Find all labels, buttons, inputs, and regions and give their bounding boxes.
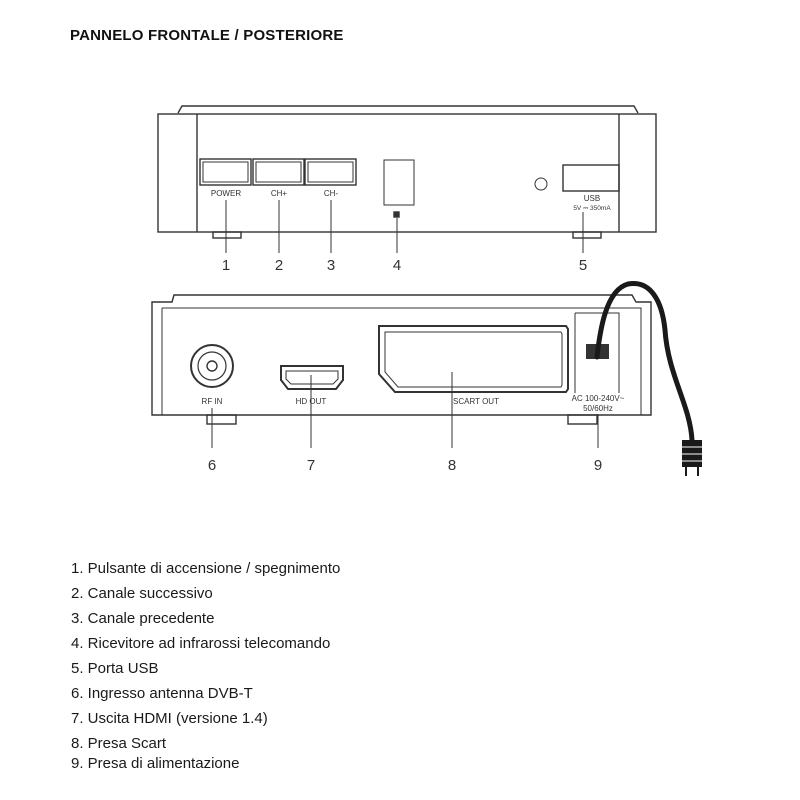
front-indicator [534, 177, 548, 191]
rear-panel [151, 294, 652, 425]
callout-7: 7 [307, 457, 315, 474]
legend-item-2: 2. Canale successivo [71, 585, 213, 602]
rear-callout-numbers: 6 7 8 9 [208, 457, 602, 474]
legend-item-9: 9. Presa di alimentazione [71, 755, 240, 772]
front-callout-numbers: 1 2 3 4 5 [222, 257, 587, 274]
front-body [157, 113, 657, 233]
front-panel [157, 105, 657, 239]
rear-body [151, 294, 652, 416]
rear-foot-right [567, 414, 598, 425]
power-label: POWER [211, 189, 241, 198]
rear-labels: RF IN HD OUT SCART OUT AC 100-240V~ 50/6… [202, 394, 625, 413]
callout-2: 2 [275, 257, 283, 274]
scart-out-label: SCART OUT [453, 397, 499, 406]
legend-item-4: 4. Ricevitore ad infrarossi telecomando [71, 635, 331, 652]
usb-rating-label: 5V ⎓ 350mA [573, 205, 611, 212]
usb-label: USB [584, 194, 600, 203]
ch-minus-button [304, 158, 357, 186]
callout-4: 4 [393, 257, 401, 274]
callout-9: 9 [594, 457, 602, 474]
rf-in-label: RF IN [202, 397, 223, 406]
front-foot-left [212, 231, 242, 239]
power-socket-recess [574, 312, 620, 393]
ch-plus-label: CH+ [271, 189, 288, 198]
ir-window [383, 159, 415, 206]
ch-minus-label: CH- [324, 189, 339, 198]
usb-port [562, 164, 620, 192]
legend-item-8: 8. Presa Scart [71, 735, 167, 752]
callout-6: 6 [208, 457, 216, 474]
callout-1: 1 [222, 257, 230, 274]
rear-callout-lines [211, 372, 599, 448]
legend-item-6: 6. Ingresso antenna DVB-T [71, 685, 253, 702]
ac-rating-label: AC 100-240V~ [572, 394, 625, 403]
callout-5: 5 [579, 257, 587, 274]
rf-in-connector [190, 344, 234, 388]
power-button [199, 158, 252, 186]
front-foot-right [572, 231, 602, 239]
ir-receiver-icon [393, 211, 400, 218]
legend-item-1: 1. Pulsante di accensione / spegnimento [71, 560, 341, 577]
rear-foot-left [206, 414, 237, 425]
front-labels: POWER CH+ CH- USB 5V ⎓ 350mA [211, 189, 611, 212]
callout-8: 8 [448, 457, 456, 474]
legend-item-7: 7. Uscita HDMI (versione 1.4) [71, 710, 268, 727]
scart-port [378, 325, 569, 393]
legend-item-3: 3. Canale precedente [71, 610, 215, 627]
hdmi-port [280, 365, 344, 390]
front-callout-lines [225, 200, 584, 253]
legend-item-5: 5. Porta USB [71, 660, 159, 677]
legend-list: 1. Pulsante di accensione / spegnimento … [71, 556, 340, 776]
page-title: PANNELO FRONTALE / POSTERIORE [70, 27, 344, 44]
ch-plus-button [252, 158, 305, 186]
ac-frequency-label: 50/60Hz [583, 404, 613, 413]
rear-inner-panel [161, 307, 642, 415]
callout-3: 3 [327, 257, 335, 274]
power-cable [594, 281, 702, 476]
front-top-lip [177, 105, 639, 114]
